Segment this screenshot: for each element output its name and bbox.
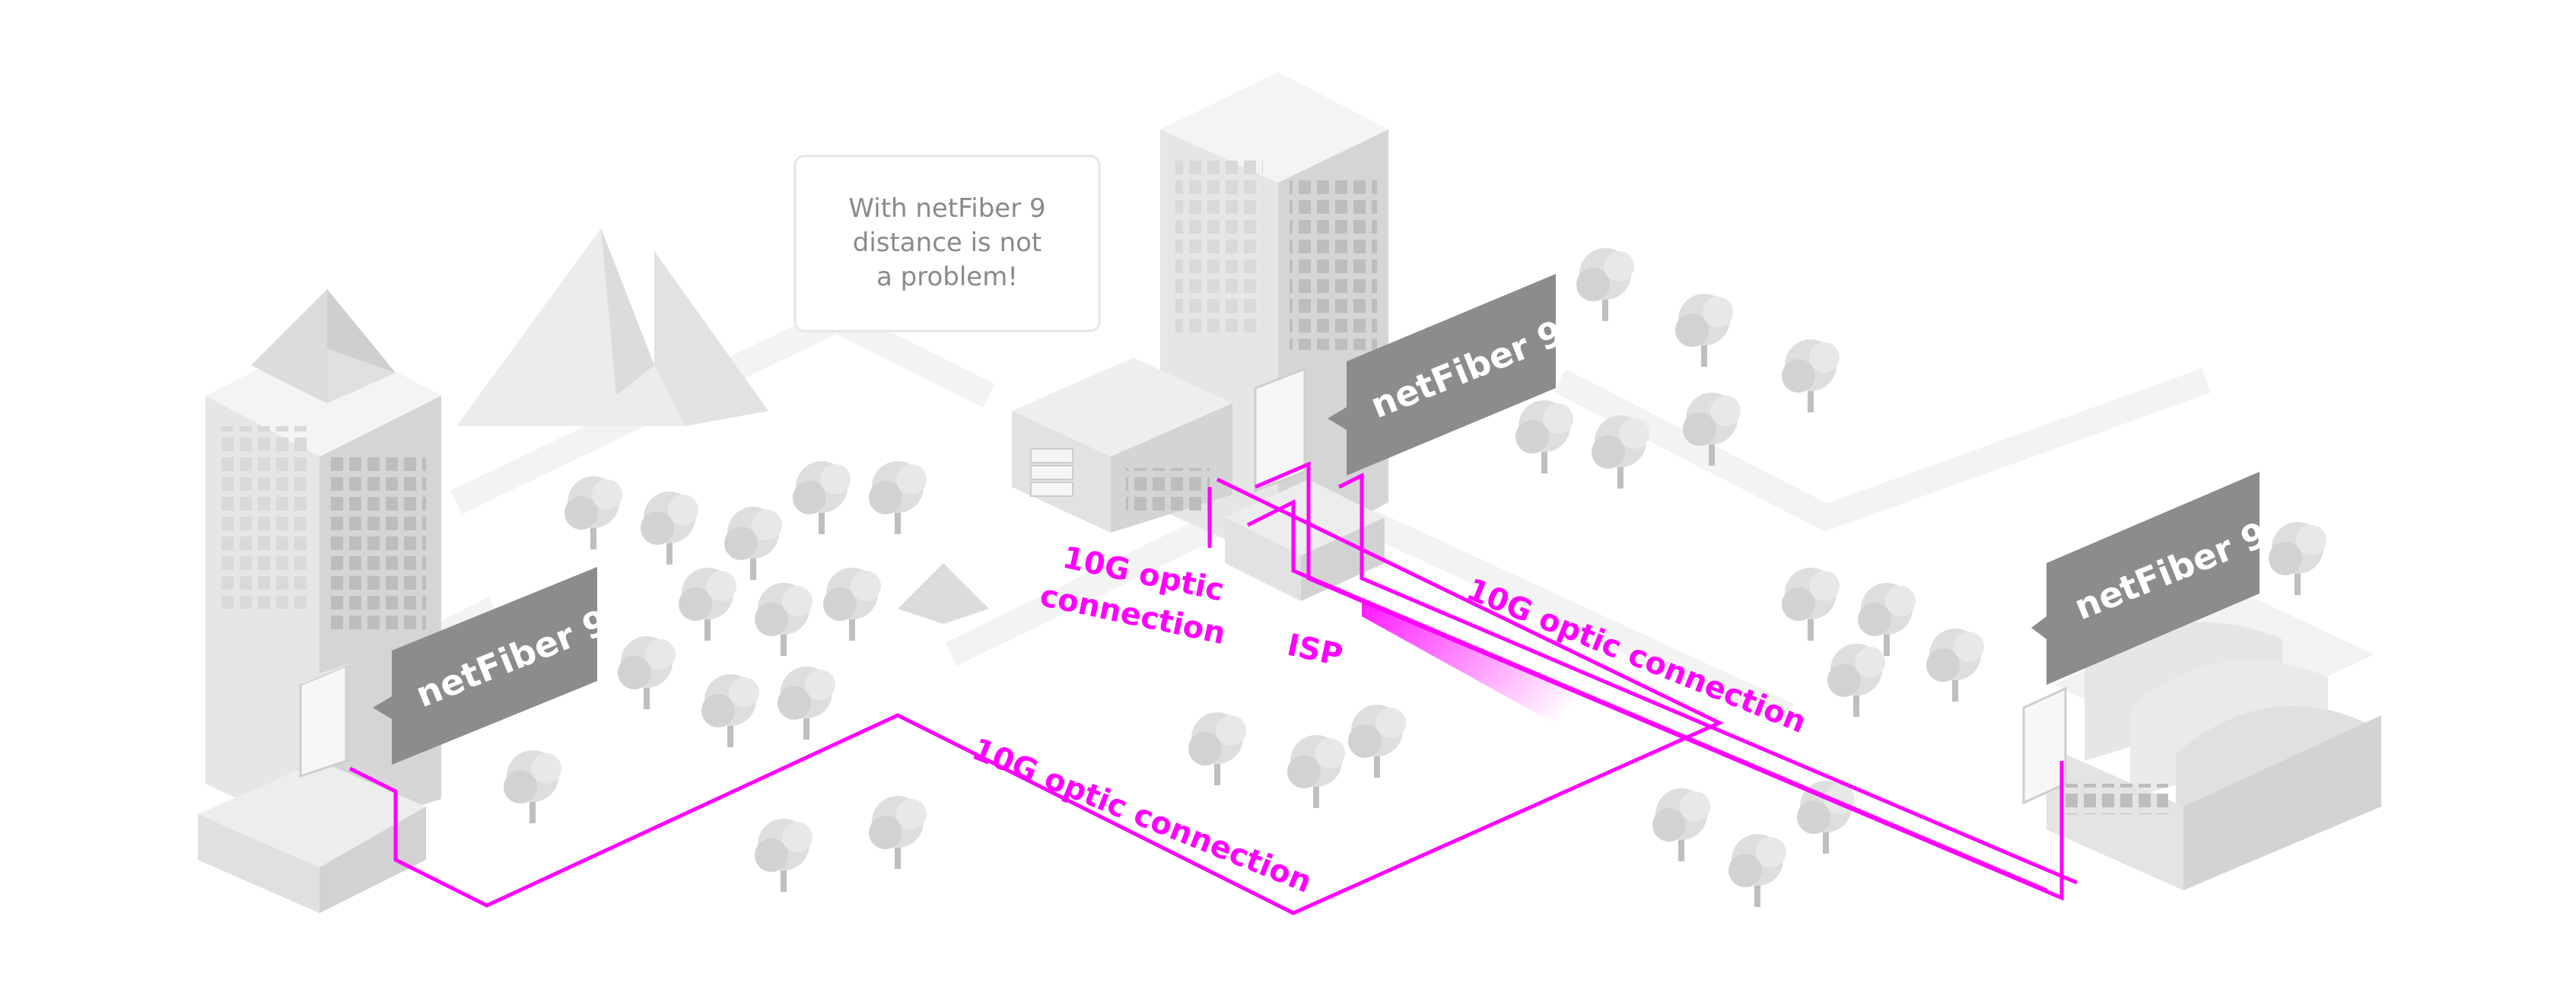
fiber-line-center-b xyxy=(1246,498,2047,893)
tree-icon xyxy=(1827,644,1885,717)
tree-icon xyxy=(1675,294,1733,367)
mountain-icon xyxy=(456,228,989,624)
tree-icon xyxy=(1782,568,1840,641)
tree-icon xyxy=(1797,781,1855,854)
isp-beam xyxy=(1362,601,1613,730)
center-building xyxy=(1012,72,1388,601)
callout-line-2: distance is not xyxy=(853,228,1042,258)
callout-bubble: With netFiber 9 distance is not a proble… xyxy=(793,154,1101,333)
fiber-line-center-c xyxy=(1337,472,2078,885)
radio-unit-icon xyxy=(2022,686,2067,805)
tree-icon xyxy=(724,507,782,580)
tree-icon xyxy=(504,750,561,823)
tree-icon xyxy=(641,492,698,565)
callout-line-1: With netFiber 9 xyxy=(848,193,1045,224)
tree-icon xyxy=(778,667,835,740)
tree-icon xyxy=(755,819,813,892)
tree-icon xyxy=(618,636,676,709)
tree-icon xyxy=(755,583,813,656)
flag-right: netFiber 9 xyxy=(2031,472,2273,685)
callout-line-3: a problem! xyxy=(876,262,1018,292)
tree-icon xyxy=(1926,629,1984,702)
tree-icon xyxy=(2269,522,2326,595)
radio-unit-icon xyxy=(299,662,354,778)
tree-icon xyxy=(869,796,927,869)
tree-icon xyxy=(1515,400,1573,473)
tree-icon xyxy=(1782,339,1840,412)
tree-icon xyxy=(1592,415,1649,489)
right-hangar xyxy=(2046,594,2381,890)
radio-unit-icon xyxy=(1254,367,1306,493)
isp-label: ISP xyxy=(1284,628,1346,673)
left-building xyxy=(198,289,441,913)
tree-icon xyxy=(823,568,881,641)
tree-icon xyxy=(1348,705,1406,778)
bottom-connection-label: 10G optic connection xyxy=(967,732,1316,900)
tree-icon xyxy=(1728,834,1786,907)
tree-icon xyxy=(701,674,759,747)
tree-icon xyxy=(793,461,851,534)
tree-icon xyxy=(679,568,736,641)
server-stack-icon xyxy=(1030,448,1073,497)
fiber-line-bottom xyxy=(348,477,1724,915)
tree-icon xyxy=(1188,712,1246,785)
tree-icon xyxy=(1858,583,1916,656)
tree-icon xyxy=(1287,735,1345,808)
tree-icon xyxy=(564,476,622,549)
tree-icon xyxy=(1652,788,1710,861)
fiber-lines xyxy=(348,461,2078,915)
tree-icon xyxy=(1576,248,1634,321)
tree-icon xyxy=(869,461,927,534)
